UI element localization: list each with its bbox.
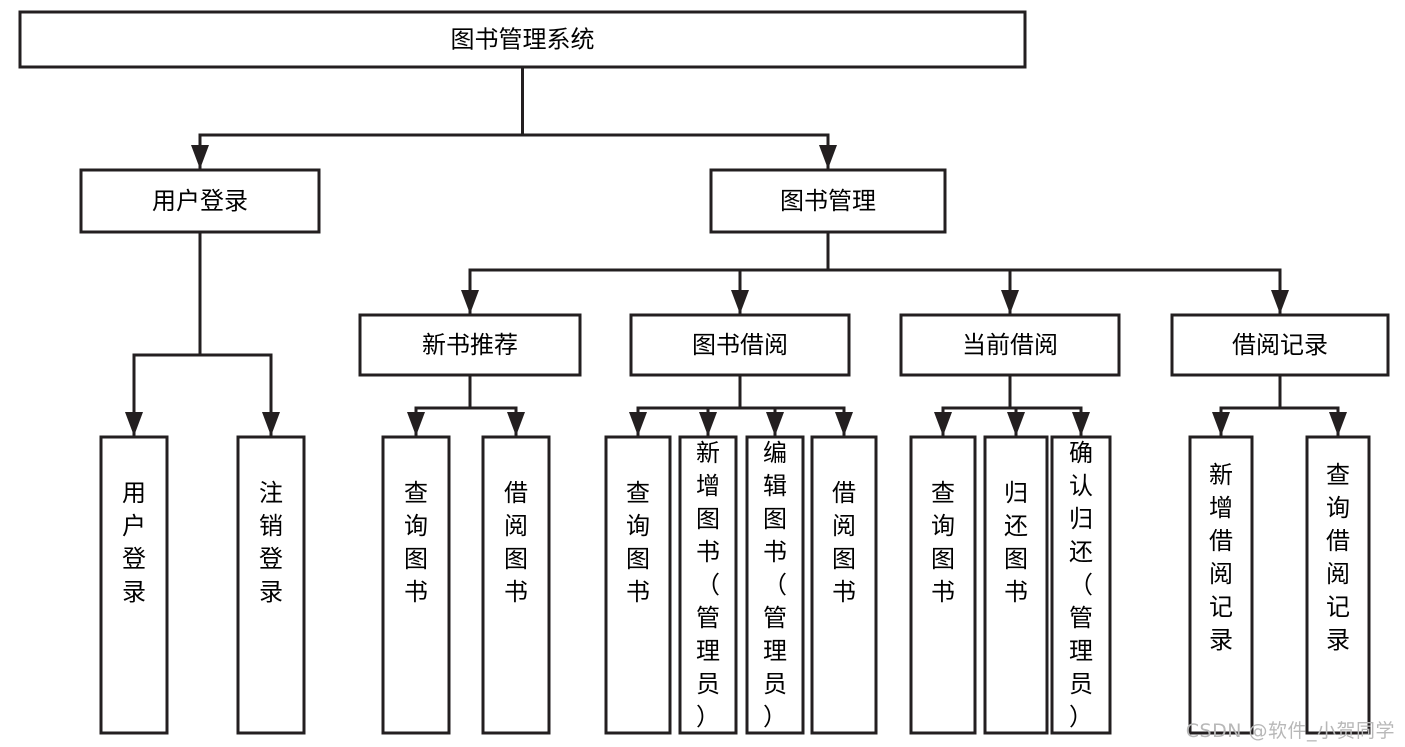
arrow-head-leaf-return-book (1007, 412, 1025, 436)
node-label-current-borrow: 当前借阅 (962, 331, 1058, 359)
node-leaf-borrow-book-1[interactable]: 借阅图书 (481, 435, 551, 735)
node-label-leaf-query-book-3: 查询图书 (931, 479, 955, 606)
arrow-head-leaf-query-record (1329, 412, 1347, 436)
node-label-borrow-record: 借阅记录 (1232, 331, 1328, 359)
arrow-head-leaf-add-record (1212, 412, 1230, 436)
node-label-leaf-add-book: 新增图书（管理员） (696, 439, 720, 731)
node-leaf-logout[interactable]: 注销登录 (236, 435, 306, 735)
node-leaf-query-book-2[interactable]: 查询图书 (604, 435, 672, 735)
node-label-user-login: 用户登录 (152, 187, 248, 215)
arrow-head-leaf-query-book-1 (407, 412, 425, 436)
node-current-borrow[interactable]: 当前借阅 (899, 313, 1121, 377)
node-borrow-record[interactable]: 借阅记录 (1170, 313, 1390, 377)
arrow-head-leaf-borrow-book-1 (507, 412, 525, 436)
node-label-root: 图书管理系统 (451, 26, 595, 54)
arrow-head-book-management (819, 145, 837, 169)
node-label-leaf-user-login: 用户登录 (122, 479, 146, 606)
node-box-leaf-borrow-book-2[interactable] (810, 435, 878, 735)
node-leaf-query-book-1[interactable]: 查询图书 (381, 435, 451, 735)
node-book-management[interactable]: 图书管理 (709, 168, 947, 234)
node-box-leaf-query-record[interactable] (1305, 435, 1371, 735)
arrow-head-leaf-user-login (125, 412, 143, 436)
node-leaf-query-record[interactable]: 查询借阅记录 (1305, 435, 1371, 735)
node-label-leaf-borrow-book-2: 借阅图书 (832, 479, 856, 606)
node-leaf-borrow-book-2[interactable]: 借阅图书 (810, 435, 878, 735)
node-box-leaf-query-book-2[interactable] (604, 435, 672, 735)
node-box-leaf-query-book-3[interactable] (909, 435, 977, 735)
node-leaf-user-login[interactable]: 用户登录 (99, 435, 169, 735)
arrow-head-leaf-query-book-3 (934, 412, 952, 436)
watermark-label: CSDN @软件_小贺同学 (1185, 720, 1395, 742)
arrow-head-leaf-query-book-2 (629, 412, 647, 436)
node-box-leaf-add-book[interactable] (678, 435, 738, 735)
arrow-head-leaf-logout (262, 412, 280, 436)
arrow-head-leaf-edit-book (766, 412, 784, 436)
node-box-leaf-borrow-book-1[interactable] (481, 435, 551, 735)
node-box-current-borrow[interactable] (899, 313, 1121, 377)
node-box-book-management[interactable] (709, 168, 947, 234)
node-label-new-book-recommend: 新书推荐 (422, 331, 518, 359)
node-leaf-confirm-return[interactable]: 确认归还（管理员） (1050, 435, 1112, 735)
arrow-head-leaf-add-book (699, 412, 717, 436)
edges-layer (125, 65, 1347, 437)
node-leaf-query-book-3[interactable]: 查询图书 (909, 435, 977, 735)
arrow-head-book-borrow (731, 290, 749, 314)
node-user-login[interactable]: 用户登录 (79, 168, 321, 234)
node-label-leaf-confirm-return: 确认归还（管理员） (1069, 439, 1093, 731)
node-leaf-add-book[interactable]: 新增图书（管理员） (678, 435, 738, 735)
node-label-leaf-query-record: 查询借阅记录 (1326, 461, 1350, 654)
node-box-leaf-edit-book[interactable] (745, 435, 805, 735)
node-box-new-book-recommend[interactable] (358, 313, 582, 377)
arrow-head-leaf-borrow-book-2 (835, 412, 853, 436)
node-label-leaf-query-book-2: 查询图书 (626, 479, 650, 606)
node-box-leaf-user-login[interactable] (99, 435, 169, 735)
node-leaf-add-record[interactable]: 新增借阅记录 (1188, 435, 1254, 735)
node-label-leaf-edit-book: 编辑图书（管理员） (763, 439, 787, 731)
node-box-book-borrow[interactable] (629, 313, 851, 377)
node-book-borrow[interactable]: 图书借阅 (629, 313, 851, 377)
arrow-head-borrow-record (1271, 290, 1289, 314)
node-label-book-management: 图书管理 (780, 187, 876, 215)
arrow-head-current-borrow (1001, 290, 1019, 314)
node-label-leaf-borrow-book-1: 借阅图书 (504, 479, 528, 606)
nodes-layer: 图书管理系统用户登录图书管理新书推荐图书借阅当前借阅借阅记录用户登录注销登录查询… (18, 10, 1390, 735)
arrow-head-new-book-recommend (461, 290, 479, 314)
arrow-head-user-login (191, 145, 209, 169)
node-label-leaf-add-record: 新增借阅记录 (1209, 461, 1233, 654)
arrow-head-leaf-confirm-return (1072, 412, 1090, 436)
node-box-borrow-record[interactable] (1170, 313, 1390, 377)
node-box-leaf-query-book-1[interactable] (381, 435, 451, 735)
node-root[interactable]: 图书管理系统 (18, 10, 1027, 69)
node-new-book-recommend[interactable]: 新书推荐 (358, 313, 582, 377)
node-box-leaf-return-book[interactable] (983, 435, 1049, 735)
node-box-leaf-add-record[interactable] (1188, 435, 1254, 735)
node-box-user-login[interactable] (79, 168, 321, 234)
node-leaf-return-book[interactable]: 归还图书 (983, 435, 1049, 735)
node-box-leaf-confirm-return[interactable] (1050, 435, 1112, 735)
node-box-leaf-logout[interactable] (236, 435, 306, 735)
node-label-leaf-logout: 注销登录 (259, 479, 283, 606)
node-label-leaf-return-book: 归还图书 (1004, 479, 1028, 606)
node-label-book-borrow: 图书借阅 (692, 331, 788, 359)
node-box-root[interactable] (18, 10, 1027, 69)
node-leaf-edit-book[interactable]: 编辑图书（管理员） (745, 435, 805, 735)
node-label-leaf-query-book-1: 查询图书 (404, 479, 428, 606)
